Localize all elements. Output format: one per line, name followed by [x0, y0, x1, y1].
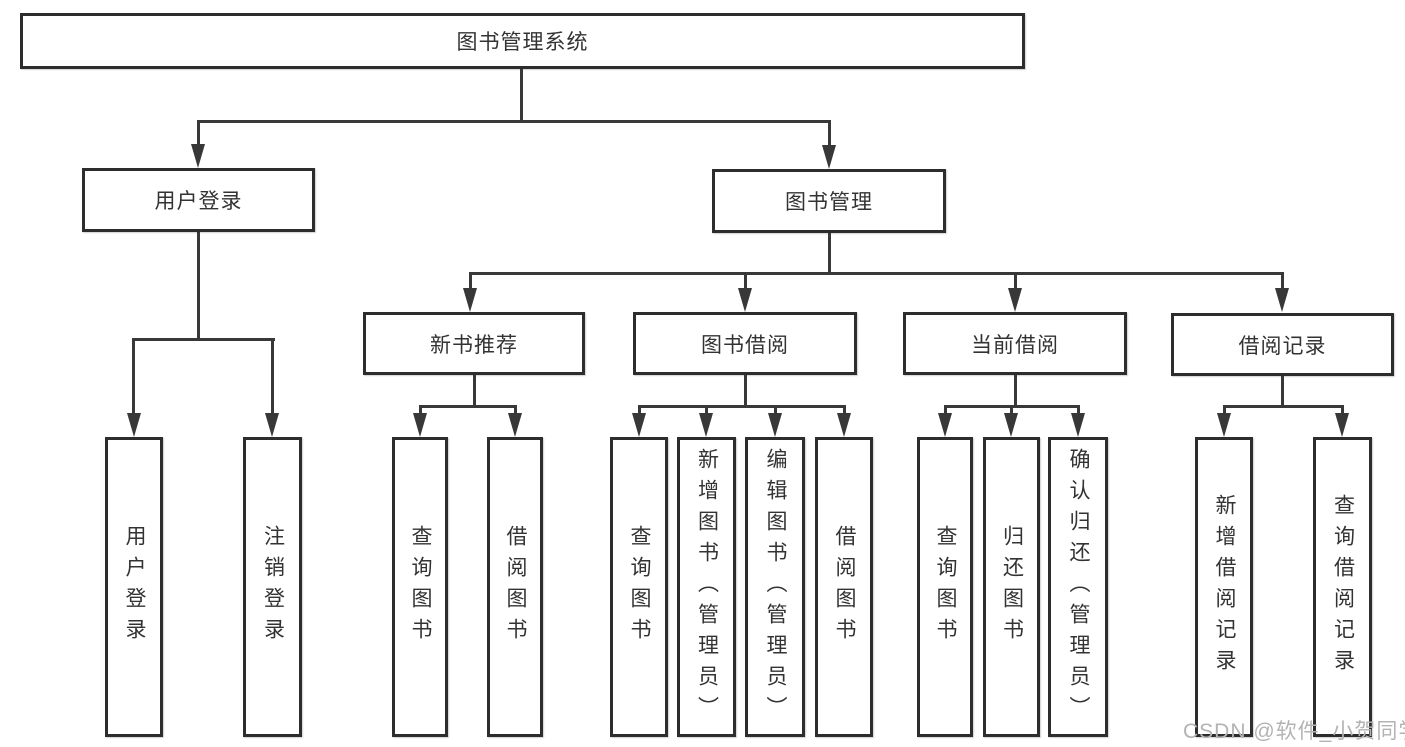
arrow-to-user-login: [191, 144, 205, 168]
connector-borrow-stem: [744, 375, 747, 405]
leaf-borrow-add-admin: 新增图书（管理员）: [677, 437, 736, 737]
node-book-mgmt: 图书管理: [712, 169, 946, 233]
leaf-borrow-edit-admin: 编辑图书（管理员）: [745, 437, 805, 737]
connector-login-child1-drop: [132, 338, 135, 413]
arrow-to-book-borrow: [738, 288, 752, 312]
arrow-borrow-c1: [632, 413, 646, 437]
connector-current-c3: [1077, 405, 1080, 415]
connector-records-stem: [1281, 376, 1284, 405]
node-new-books: 新书推荐: [363, 312, 585, 375]
connector-level1-branch: [197, 120, 831, 123]
connector-newbooks-branch: [419, 405, 517, 408]
connector-records-c2: [1341, 405, 1344, 415]
connector-mgmt-drop: [828, 120, 831, 146]
connector-borrow-branch: [638, 405, 846, 408]
connector-login-drop: [197, 120, 200, 146]
arrow-records-c2: [1335, 413, 1349, 437]
node-user-login: 用户登录: [82, 168, 315, 232]
leaf-borrow-borrow: 借阅图书: [815, 437, 873, 737]
arrow-newbooks-c1: [413, 413, 427, 437]
connector-root-stem: [520, 69, 523, 120]
node-borrow-records: 借阅记录: [1171, 313, 1394, 376]
arrow-current-c2: [1004, 413, 1018, 437]
arrow-current-c3: [1071, 413, 1085, 437]
arrow-borrow-c2: [699, 413, 713, 437]
connector-level3-branch: [469, 272, 1283, 275]
arrow-to-leaf-user-login: [127, 413, 141, 437]
connector-newbooks-drop: [469, 272, 472, 288]
connector-current-c2: [1010, 405, 1013, 415]
leaf-records-add: 新增借阅记录: [1195, 437, 1253, 737]
arrow-to-book-mgmt: [822, 145, 836, 169]
arrow-to-current-borrow: [1008, 288, 1022, 312]
connector-current-drop: [1014, 272, 1017, 288]
leaf-borrow-query: 查询图书: [610, 437, 668, 737]
connector-login-child2-drop: [271, 338, 274, 413]
connector-borrow-c4: [843, 405, 846, 415]
arrow-to-new-books: [463, 288, 477, 312]
connector-borrow-c3: [774, 405, 777, 415]
connector-borrow-drop: [744, 272, 747, 288]
connector-login-stem: [197, 232, 200, 338]
leaf-logout: 注销登录: [243, 437, 302, 737]
node-current-borrow: 当前借阅: [903, 312, 1127, 375]
node-root-library-system: 图书管理系统: [20, 13, 1025, 69]
connector-login-branch: [132, 338, 275, 341]
connector-newbooks-stem: [473, 375, 476, 405]
arrow-records-c1: [1217, 413, 1231, 437]
arrow-to-borrow-records: [1275, 288, 1289, 312]
connector-current-stem: [1014, 375, 1017, 405]
node-book-borrow: 图书借阅: [633, 312, 857, 375]
leaf-current-return: 归还图书: [983, 437, 1040, 737]
connector-borrow-c2: [705, 405, 708, 415]
connector-newbooks-c2: [514, 405, 517, 415]
leaf-records-query: 查询借阅记录: [1313, 437, 1372, 737]
connector-current-c1: [944, 405, 947, 415]
arrow-current-c1: [938, 413, 952, 437]
connector-borrow-c1: [638, 405, 641, 415]
arrow-to-leaf-logout: [265, 413, 279, 437]
leaf-current-query: 查询图书: [917, 437, 973, 737]
connector-records-drop: [1281, 272, 1284, 288]
leaf-newbooks-borrow: 借阅图书: [487, 437, 543, 737]
csdn-watermark: CSDN @软件_小贺同学: [1183, 720, 1405, 743]
arrow-borrow-c4: [837, 413, 851, 437]
leaf-newbooks-query: 查询图书: [392, 437, 448, 737]
connector-records-c1: [1223, 405, 1226, 415]
connector-newbooks-c1: [419, 405, 422, 415]
leaf-user-login: 用户登录: [105, 437, 163, 737]
leaf-current-confirm-admin: 确认归还（管理员）: [1048, 437, 1108, 737]
arrow-newbooks-c2: [508, 413, 522, 437]
arrow-borrow-c3: [768, 413, 782, 437]
connector-mgmt-stem: [828, 233, 831, 272]
connector-records-branch: [1223, 405, 1344, 408]
